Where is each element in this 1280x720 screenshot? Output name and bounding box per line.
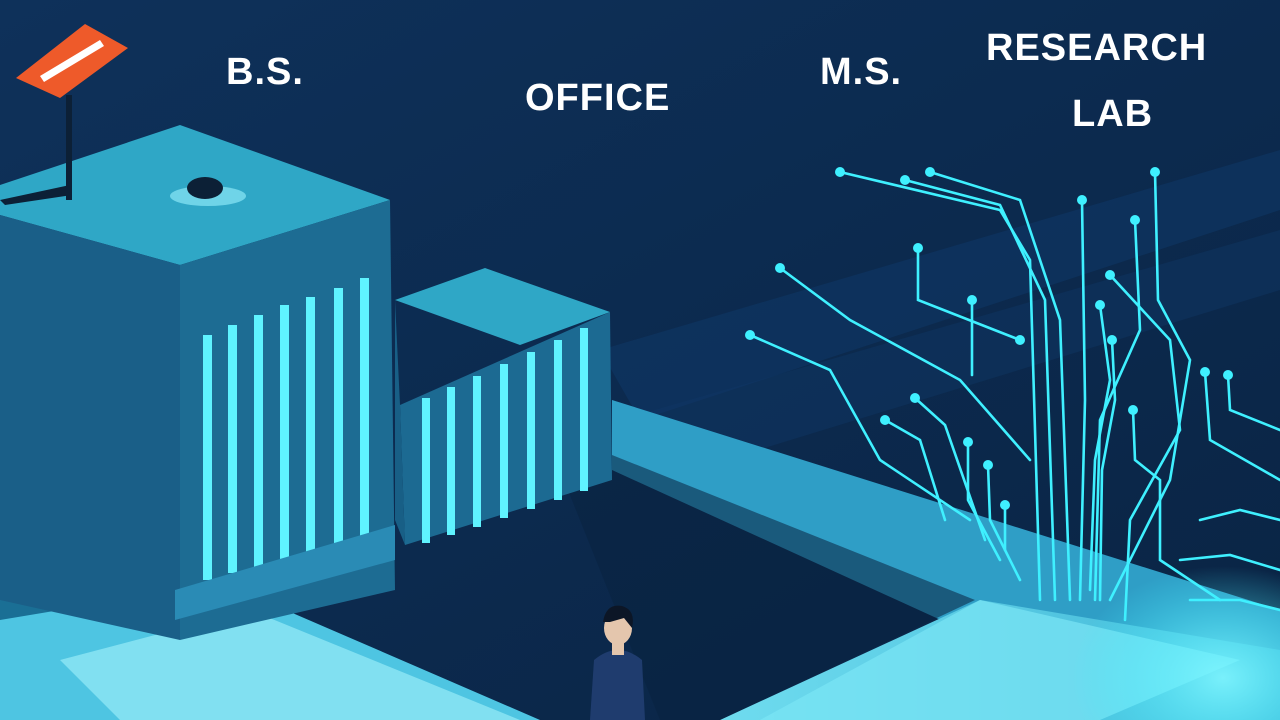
label-bs: B.S. [226, 51, 304, 93]
label-office: OFFICE [525, 77, 671, 119]
office-building [395, 268, 612, 545]
person-figure-icon [590, 605, 645, 720]
circuit-traces-icon [748, 170, 1280, 622]
building-front-left [0, 215, 180, 640]
circuit-nodes [745, 167, 1233, 510]
rooftop-dome-icon [170, 177, 246, 206]
label-lab: LAB [1072, 93, 1154, 135]
flag-icon [0, 24, 128, 205]
label-ms: M.S. [820, 51, 903, 93]
label-research: RESEARCH [986, 27, 1208, 69]
bs-building [0, 24, 395, 640]
building-window-strips [203, 278, 369, 580]
